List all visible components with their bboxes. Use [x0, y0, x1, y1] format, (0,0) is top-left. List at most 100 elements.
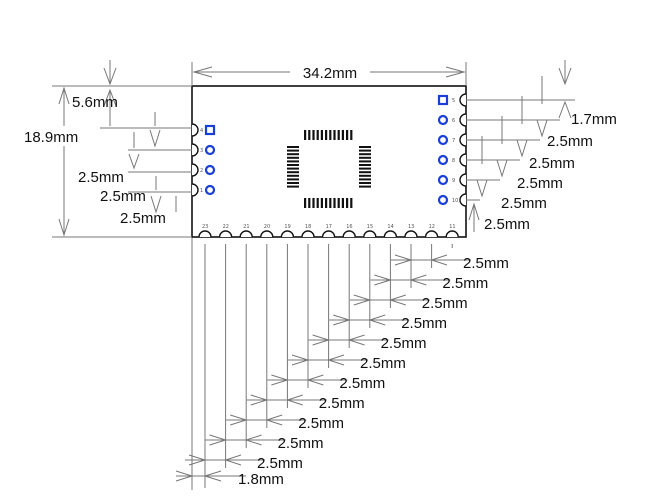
- chip-pins-right: [359, 146, 371, 188]
- chip-pin-bottom: [350, 198, 353, 208]
- pin-number: 7: [452, 138, 455, 144]
- left-top-offset-dimension: 5.6mm: [72, 60, 196, 129]
- left-pitch-label-2: 2.5mm: [100, 188, 146, 205]
- castellation: [198, 230, 212, 238]
- chip-pin-right: [359, 156, 371, 159]
- pin-number: 15: [367, 224, 373, 230]
- round-pad: [437, 154, 449, 166]
- dim-arrow: [223, 454, 242, 466]
- castellation: [424, 230, 439, 238]
- left-top-label: 5.6mm: [72, 94, 118, 111]
- dim-arrow: [429, 254, 448, 266]
- bottom-pitch-label: 2.5mm: [278, 435, 324, 452]
- chip-pin-left: [287, 146, 299, 148]
- bottom-pitch-label: 2.5mm: [319, 395, 365, 412]
- chip-pin-right: [359, 174, 371, 177]
- chip-pin-bottom: [316, 198, 319, 208]
- chip-pin-top: [333, 130, 336, 140]
- castellation: [280, 230, 295, 238]
- chip-pins-bottom: [304, 198, 353, 208]
- chip-pin-top: [329, 130, 332, 140]
- dim-arrow: [312, 334, 331, 346]
- bottom-pitch-label: 2.5mm: [463, 255, 509, 272]
- pin-number: 16: [346, 224, 352, 230]
- chip-pin-top: [350, 130, 353, 140]
- left-pitch-label-3: 2.5mm: [120, 210, 166, 227]
- chip-pin-right: [359, 182, 371, 184]
- square-pad: [437, 94, 449, 106]
- left-pitch-dimensions: 2.5mm 2.5mm 2.5mm: [78, 112, 196, 227]
- chip-pin-left: [287, 182, 299, 184]
- right-pitch-label-2: 2.5mm: [529, 155, 575, 172]
- pin-number: 23: [202, 224, 208, 230]
- chip-pin-bottom: [337, 198, 340, 208]
- chip-pin-bottom: [341, 198, 344, 208]
- dim-arrow: [285, 394, 303, 406]
- dim-arrow: [250, 394, 269, 406]
- castellation: [191, 123, 199, 137]
- chip-pin-bottom: [320, 198, 323, 208]
- castellation: [445, 230, 459, 238]
- chip-pin-right: [359, 185, 371, 188]
- pin-number: 1: [200, 188, 203, 194]
- chip-pin-right: [359, 164, 371, 166]
- pin-number: 11: [449, 224, 455, 230]
- left-pitch-label-1: 2.5mm: [78, 169, 124, 186]
- chip-pin-bottom: [308, 198, 311, 208]
- chip-pin-top: [304, 130, 307, 140]
- chip-body: [301, 146, 357, 194]
- chip-pin-left: [287, 160, 299, 163]
- pin-number: 6: [452, 118, 455, 124]
- chip-pin-right: [359, 167, 371, 170]
- dim-arrow: [388, 294, 406, 306]
- chip-pin-left: [287, 167, 299, 170]
- dim-arrow: [368, 314, 386, 326]
- chip-pins-top: [304, 130, 353, 140]
- chip-pin-top: [337, 130, 340, 140]
- right-pitch-dimensions: 2.5mm 2.5mm 2.5mm 2.5mm 2.5mm: [466, 76, 593, 233]
- chip-pin-left: [287, 164, 299, 166]
- round-pad: [204, 184, 216, 196]
- pin-number: 19: [284, 224, 290, 230]
- pin-number: 21: [243, 224, 249, 230]
- chip-pin-left: [287, 174, 299, 177]
- castellation: [363, 230, 377, 238]
- dim-arrow: [209, 434, 228, 446]
- dim-arrow: [244, 434, 262, 446]
- chip-pin-bottom: [304, 198, 307, 208]
- chip-pin-top: [341, 130, 344, 140]
- chip-pin-left: [287, 171, 299, 174]
- bottom-pitch-dimensions: 1.8mm2.5mm2.5mm2.5mm2.5mm2.5mm2.5mm2.5mm…: [175, 238, 509, 490]
- castellation: [459, 133, 467, 147]
- chip-pin-bottom: [329, 198, 332, 208]
- bottom-pitch-label: 2.5mm: [381, 335, 427, 352]
- chip-pin-right: [359, 160, 371, 163]
- pin-number: 22: [223, 224, 229, 230]
- castellation: [459, 93, 467, 107]
- chip-pin-right: [359, 178, 371, 181]
- dim-arrow: [175, 470, 194, 482]
- pin-number: 18: [305, 224, 311, 230]
- round-pad: [437, 114, 449, 126]
- castellation: [239, 230, 253, 238]
- round-pad: [437, 134, 449, 146]
- chip-pin-left: [287, 156, 299, 159]
- dim-arrow: [271, 374, 290, 386]
- castellation: [260, 230, 274, 238]
- castellation: [459, 193, 467, 207]
- chip-pin-left: [287, 178, 299, 181]
- bottom-first-label: 1.8mm: [238, 471, 284, 488]
- bottom-pitch-label: 2.5mm: [339, 375, 385, 392]
- bottom-pitch-label: 2.5mm: [257, 455, 303, 472]
- pin-number: 20: [264, 224, 270, 230]
- bottom-pitch-label: 2.5mm: [422, 295, 468, 312]
- castellation: [191, 163, 199, 177]
- width-dimension: 34.2mm: [191, 62, 467, 86]
- height-dimension: 18.9mm: [24, 85, 192, 238]
- castellation: [191, 143, 199, 157]
- castellation: [321, 230, 336, 238]
- chip-pins-left: [287, 146, 299, 188]
- pin-number: 2: [200, 168, 203, 174]
- right-top-offset-dimension: 1.7mm: [466, 60, 617, 128]
